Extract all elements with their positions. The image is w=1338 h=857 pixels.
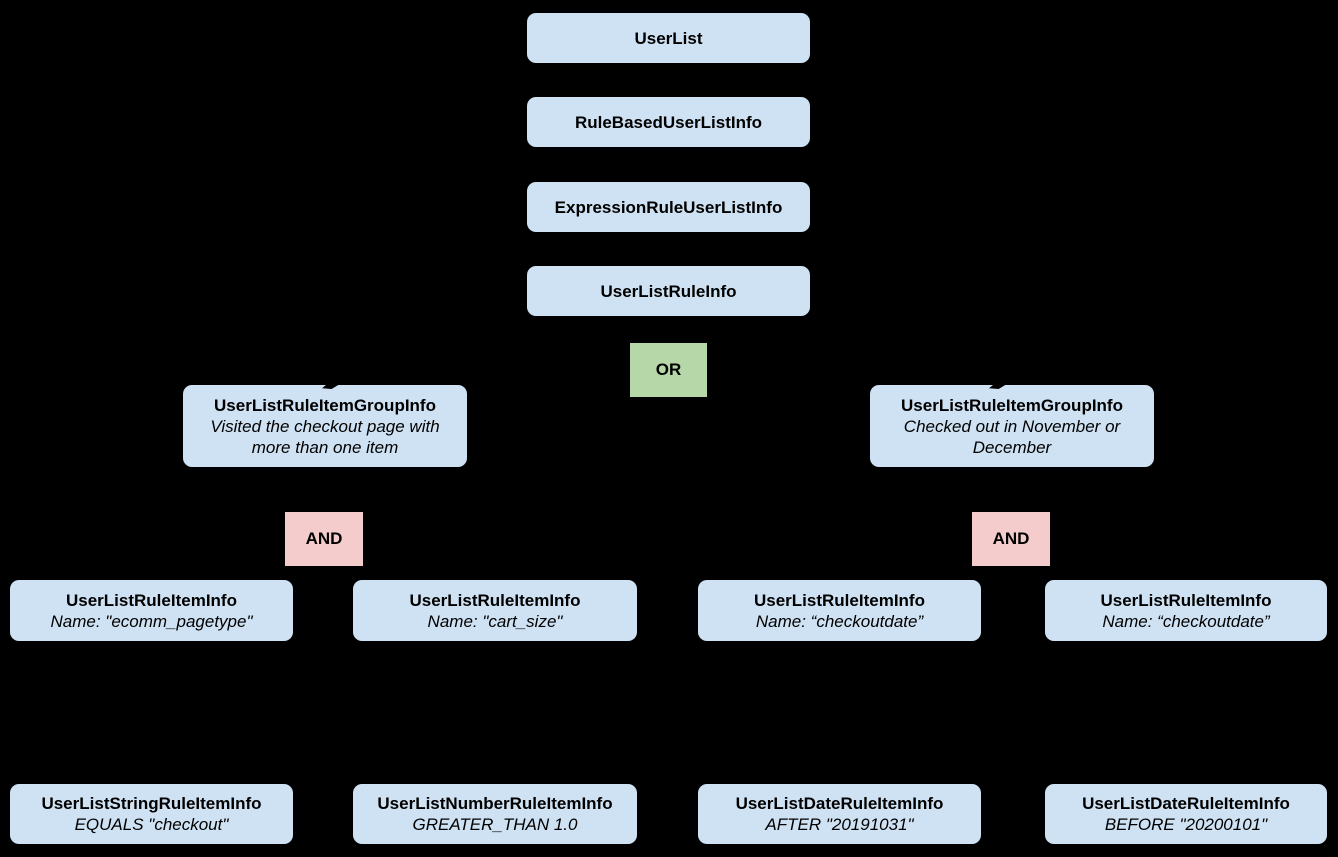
leaf-node-date-rule-item-before: UserListDateRuleItemInfo BEFORE "2020010… xyxy=(1045,784,1327,844)
and-operator-label: AND xyxy=(992,529,1030,548)
leaf-title: UserListStringRuleItemInfo xyxy=(41,794,262,813)
leaf-detail: GREATER_THAN 1.0 xyxy=(412,815,578,834)
rule-item-detail: Name: "cart_size" xyxy=(427,611,563,631)
node-rule-based-user-list-info: RuleBasedUserListInfo xyxy=(527,97,810,147)
rule-item-node-checkoutdate-1: UserListRuleItemInfo Name: “checkoutdate… xyxy=(698,580,981,641)
leaf-node-string-rule-item: UserListStringRuleItemInfo EQUALS "check… xyxy=(10,784,293,844)
rule-item-detail: Name: "ecomm_pagetype" xyxy=(50,611,253,631)
node-user-list-rule-info: UserListRuleInfo xyxy=(527,266,810,316)
group-title: UserListRuleItemGroupInfo xyxy=(214,395,436,415)
leaf-node-date-rule-item-after: UserListDateRuleItemInfo AFTER "20191031… xyxy=(698,784,981,844)
rule-item-detail: Name: “checkoutdate” xyxy=(755,611,924,631)
node-label: UserListRuleInfo xyxy=(600,281,737,301)
rule-item-title: UserListRuleItemInfo xyxy=(1100,590,1272,610)
leaf-node-number-rule-item: UserListNumberRuleItemInfo GREATER_THAN … xyxy=(353,784,637,844)
leaf-title: UserListNumberRuleItemInfo xyxy=(377,794,613,813)
rule-item-detail: Name: “checkoutdate” xyxy=(1102,611,1270,631)
group-description: Checked out in November or December xyxy=(903,416,1121,457)
rule-item-node-cart-size: UserListRuleItemInfo Name: "cart_size" xyxy=(353,580,637,641)
and-operator-node-left: AND xyxy=(285,512,363,566)
leaf-detail: EQUALS "checkout" xyxy=(74,815,229,834)
node-label: UserList xyxy=(634,28,703,48)
rule-item-title: UserListRuleItemInfo xyxy=(66,590,237,610)
node-user-list: UserList xyxy=(527,13,810,63)
node-label: RuleBasedUserListInfo xyxy=(574,112,763,132)
leaf-detail: AFTER "20191031" xyxy=(765,815,914,834)
and-operator-label: AND xyxy=(305,529,343,548)
group-description: Visited the checkout page with more than… xyxy=(210,416,440,457)
rule-item-node-checkoutdate-2: UserListRuleItemInfo Name: “checkoutdate… xyxy=(1045,580,1327,641)
node-label: ExpressionRuleUserListInfo xyxy=(554,197,783,217)
leaf-detail: BEFORE "20200101" xyxy=(1104,815,1268,834)
or-operator-label: OR xyxy=(655,360,682,379)
group-title: UserListRuleItemGroupInfo xyxy=(901,395,1123,415)
rule-item-title: UserListRuleItemInfo xyxy=(409,590,581,610)
leaf-title: UserListDateRuleItemInfo xyxy=(1082,794,1290,813)
rule-item-title: UserListRuleItemInfo xyxy=(754,590,925,610)
node-expression-rule-user-list-info: ExpressionRuleUserListInfo xyxy=(527,182,810,232)
leaf-title: UserListDateRuleItemInfo xyxy=(735,794,944,813)
group-node-checkout-date: UserListRuleItemGroupInfo Checked out in… xyxy=(870,385,1154,467)
rule-item-node-ecomm-pagetype: UserListRuleItemInfo Name: "ecomm_pagety… xyxy=(10,580,293,641)
group-node-checkout-page: UserListRuleItemGroupInfo Visited the ch… xyxy=(183,385,467,467)
or-operator-node: OR xyxy=(630,343,707,397)
and-operator-node-right: AND xyxy=(972,512,1050,566)
